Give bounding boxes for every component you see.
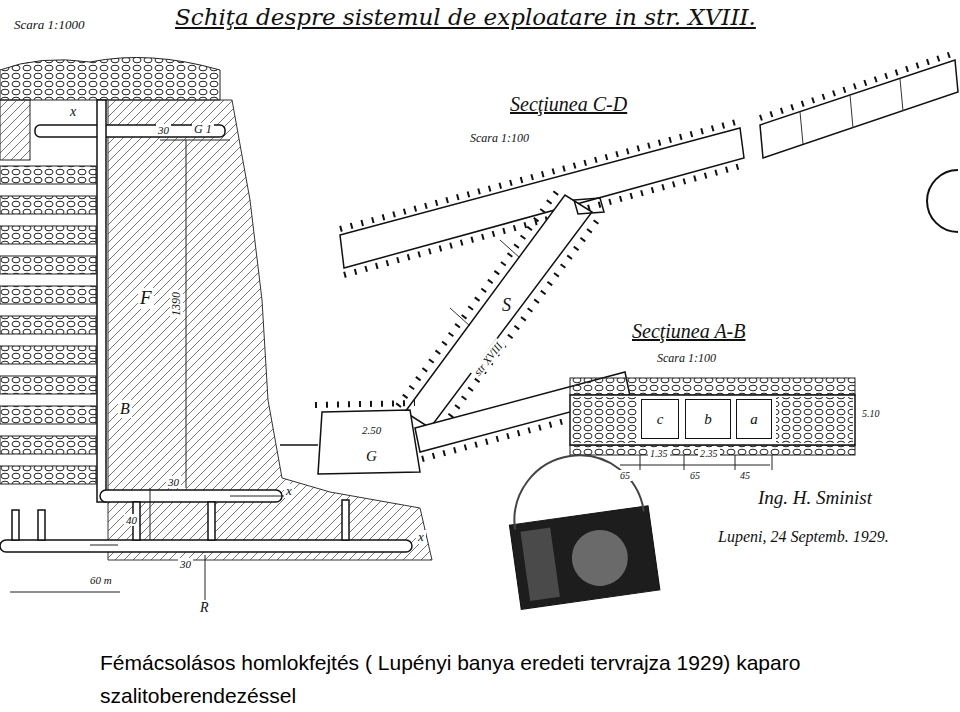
- drawing-label: 2.35: [698, 448, 720, 459]
- drawing-label: Secţiunea A-B: [630, 320, 747, 342]
- compartment-letter: a: [750, 411, 758, 428]
- drawing-label: 65: [618, 470, 632, 481]
- drawing-label: Lupeni, 24 Septemb. 1929.: [716, 528, 891, 546]
- drawing-label: G: [364, 448, 379, 465]
- compartment-letter: c: [657, 411, 664, 428]
- drawing-label: 2.50: [360, 424, 383, 436]
- drawing-label: Secţiunea C-D: [508, 93, 629, 115]
- drawing-label: 60 m: [88, 574, 114, 586]
- drawing-label: 5.10: [860, 408, 882, 419]
- drawing-label: x: [68, 104, 78, 119]
- drawing-label: 30: [156, 124, 171, 136]
- compartment-box: b: [685, 399, 731, 439]
- drawing-label: 30: [178, 558, 193, 570]
- sheet-title: Schiţa despre sistemul de exploatare in …: [172, 4, 759, 30]
- drawing-label: R: [198, 600, 211, 615]
- drawing-label: G 1: [192, 123, 214, 136]
- drawing-label: x: [284, 484, 294, 498]
- drawing-label: 65: [688, 470, 702, 481]
- drawing-label: 1390: [170, 290, 183, 318]
- drawing-label: Scara 1:1000: [12, 18, 86, 32]
- drawing-label: Scara 1:100: [655, 352, 718, 365]
- compartment-box: a: [736, 399, 772, 439]
- drawing-label: 1.35: [648, 448, 670, 459]
- compartment-box: c: [641, 399, 679, 439]
- drawing-label: 45: [738, 470, 752, 481]
- drawing-label: 40: [124, 514, 139, 526]
- drawing-label: 30: [166, 476, 181, 488]
- compartment-letter: b: [704, 411, 712, 428]
- drawing-label: x: [416, 530, 426, 544]
- drawing-label: Scara 1:100: [468, 132, 531, 145]
- drawing-label: B: [118, 400, 132, 418]
- drawing-label: F: [138, 288, 154, 309]
- figure-caption: Fémácsolásos homlokfejtés ( Lupényi bany…: [100, 646, 890, 712]
- drawing-label: Ing. H. Sminist: [756, 488, 874, 509]
- drawing-label: S: [500, 296, 513, 316]
